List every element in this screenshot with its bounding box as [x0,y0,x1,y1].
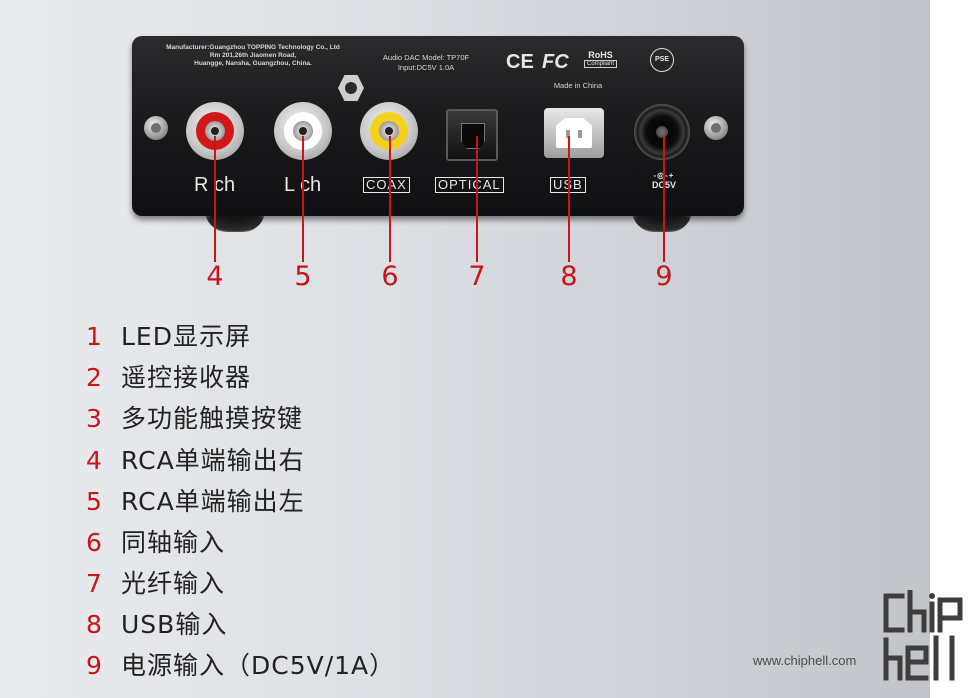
callout-number: 8 [560,261,578,292]
hex-screw-icon [338,75,364,101]
callout-line-9 [663,136,665,262]
left-screw-icon [144,116,168,140]
model-info: Audio DAC Model: TP70F Input:DC5V 1.0A [382,53,470,72]
ce-mark: CE [506,51,534,73]
watermark-url: www.chiphell.com [753,653,857,668]
callout-line-8 [568,136,570,262]
made-in-label: Made in China [553,81,603,90]
callout-line-6 [389,136,391,262]
chiphell-logo-icon [883,590,963,681]
label-coax: COAX [363,177,410,193]
callout-line-7 [476,136,478,262]
callout-line-5 [302,136,304,262]
callout-number: 4 [206,261,224,292]
right-screw-icon [704,116,728,140]
callout-line-4 [214,136,216,262]
callout-number: 6 [381,261,399,292]
pse-mark: PSE [650,48,674,72]
manufacturer-info: Manufacturer:Guangzhou TOPPING Technolog… [166,44,340,67]
callout-number: 9 [655,261,673,292]
label-usb: USB [550,177,586,193]
right-white-band [930,0,980,698]
optical-port [446,109,498,161]
rohs-mark: RoHS Compliant [584,50,618,68]
fcc-mark: FC [542,51,569,73]
dc-power-jack [634,104,690,160]
callout-number: 7 [468,261,486,292]
callout-number: 5 [294,261,312,292]
dac-rear-panel: Manufacturer:Guangzhou TOPPING Technolog… [132,36,744,216]
usb-b-port [544,108,604,158]
label-optical: OPTICAL [435,177,504,193]
